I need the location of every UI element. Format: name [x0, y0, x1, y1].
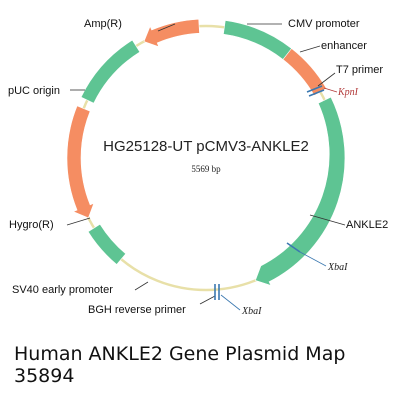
- ankle2-arc: [255, 96, 346, 286]
- enhancer-arc: [282, 48, 327, 96]
- puc-origin-label: pUC origin: [8, 85, 60, 97]
- caption-id: 35894: [14, 365, 75, 387]
- enhancer-leader: [299, 45, 321, 53]
- amp-leader: [157, 23, 176, 32]
- site-kpn1: KpnI: [306, 85, 359, 98]
- caption-title: Human ANKLE2 Gene Plasmid Map: [14, 343, 346, 365]
- site-kpn1-label: KpnI: [337, 87, 359, 98]
- t7-primer-label: T7 primer: [336, 64, 383, 76]
- hygro-leader: [66, 217, 91, 226]
- t7-leader: [317, 72, 336, 87]
- sv40-leader: [134, 281, 149, 291]
- hygro-label: Hygro(R): [9, 219, 54, 231]
- bgh-leader: [199, 295, 216, 305]
- site-xba1-b-label: XbaI: [241, 306, 262, 317]
- amp-arc: [143, 18, 200, 48]
- hygro-arc: [66, 105, 95, 219]
- plasmid-map: KpnI XbaI XbaI Amp(R) CMV promoter enhan…: [8, 18, 388, 317]
- ankle2-leader: [309, 214, 346, 226]
- cmv-promoter-label: CMV promoter: [288, 18, 360, 30]
- plasmid-size: 5569 bp: [191, 164, 221, 174]
- site-xba1-b: XbaI: [214, 284, 262, 317]
- sv40-label: SV40 early promoter: [12, 284, 113, 296]
- plasmid-name: HG25128-UT pCMV3-ANKLE2: [103, 138, 309, 155]
- bgh-label: BGH reverse primer: [88, 304, 186, 316]
- cmv-promoter-arc: [223, 20, 293, 60]
- figure-caption: Human ANKLE2 Gene Plasmid Map 35894: [14, 343, 409, 387]
- ankle2-label: ANKLE2: [346, 219, 388, 231]
- site-xba1-a-label: XbaI: [327, 262, 348, 273]
- enhancer-label: enhancer: [321, 40, 367, 52]
- sv40-early-promoter-arc: [87, 223, 127, 265]
- site-xba1-a: XbaI: [286, 242, 348, 273]
- puc-origin-arc: [80, 39, 141, 104]
- amp-label: Amp(R): [84, 18, 122, 30]
